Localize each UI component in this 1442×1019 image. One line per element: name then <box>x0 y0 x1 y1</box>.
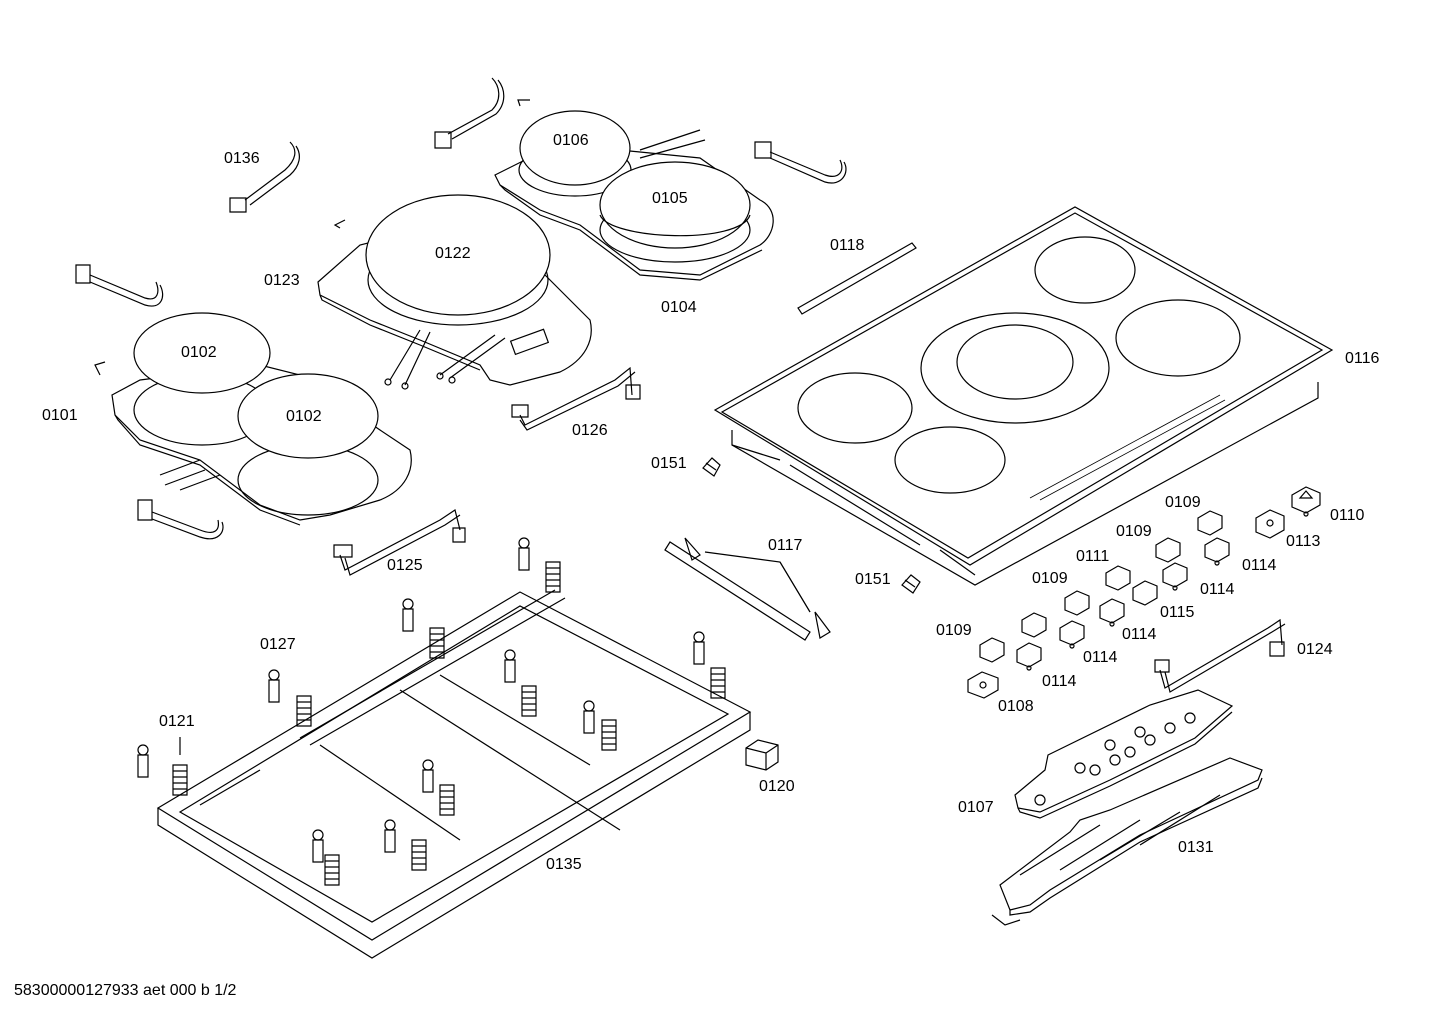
label-0124: 0124 <box>1297 641 1333 658</box>
part-0101-plate-assembly <box>95 313 411 525</box>
label-0109-a: 0109 <box>1165 494 1201 511</box>
part-0151-clip-a <box>703 458 720 476</box>
label-0114-a: 0114 <box>1242 557 1277 574</box>
part-0120-block <box>746 740 778 770</box>
part-0131-housing <box>992 758 1262 925</box>
label-0114-e: 0114 <box>1042 673 1077 690</box>
label-0114-c: 0114 <box>1122 626 1157 643</box>
label-0106: 0106 <box>553 132 589 149</box>
part-0125-cable <box>334 510 465 575</box>
part-0136-cable <box>230 142 299 212</box>
cable-left-bottom <box>138 500 223 539</box>
label-0113: 0113 <box>1286 533 1321 550</box>
part-0104-plate-assembly <box>495 100 773 280</box>
label-0151-a: 0151 <box>651 455 687 472</box>
drawing-reference-footer: 58300000127933 aet 000 b 1/2 <box>14 982 237 999</box>
label-0101: 0101 <box>42 407 78 424</box>
label-0122: 0122 <box>435 245 471 262</box>
cable-left-top <box>76 265 163 306</box>
label-0105: 0105 <box>652 190 688 207</box>
label-0136: 0136 <box>224 150 260 167</box>
part-0116-glass-top <box>715 207 1332 585</box>
label-0114-d: 0114 <box>1083 649 1118 666</box>
cable-right-top <box>755 142 846 183</box>
part-0117-bracket <box>665 538 830 640</box>
label-0102-a: 0102 <box>181 344 217 361</box>
label-0121: 0121 <box>159 713 195 730</box>
part-0126-cable <box>512 368 640 430</box>
label-0110: 0110 <box>1330 507 1365 524</box>
label-0126: 0126 <box>572 422 608 439</box>
part-0107-control-board <box>1015 690 1232 818</box>
label-0107: 0107 <box>958 799 994 816</box>
part-0135-frame <box>158 590 750 958</box>
label-0135: 0135 <box>546 856 582 873</box>
label-0151-b: 0151 <box>855 571 891 588</box>
label-0109-b: 0109 <box>1116 523 1152 540</box>
label-0118: 0118 <box>830 237 865 254</box>
label-0109-d: 0109 <box>936 622 972 639</box>
label-0120: 0120 <box>759 778 795 795</box>
cable-top-center <box>435 78 504 148</box>
label-0117: 0117 <box>768 537 803 554</box>
label-0102-b: 0102 <box>286 408 322 425</box>
frame-feet-and-springs <box>138 538 725 885</box>
label-0123: 0123 <box>264 272 300 289</box>
part-0123-plate-assembly <box>318 195 591 389</box>
part-0124-cable <box>1155 620 1285 692</box>
label-0131: 0131 <box>1178 839 1214 856</box>
label-0104: 0104 <box>661 299 697 316</box>
label-0115: 0115 <box>1160 604 1195 621</box>
part-0151-clip-b <box>902 575 920 593</box>
label-0114-b: 0114 <box>1200 581 1235 598</box>
label-0127: 0127 <box>260 636 296 653</box>
label-0108: 0108 <box>998 698 1034 715</box>
label-0111: 0111 <box>1076 548 1110 565</box>
label-0109-c: 0109 <box>1032 570 1068 587</box>
label-0125: 0125 <box>387 557 423 574</box>
part-0118-strip <box>798 243 916 314</box>
label-0116: 0116 <box>1345 350 1380 367</box>
control-caps <box>968 487 1320 698</box>
